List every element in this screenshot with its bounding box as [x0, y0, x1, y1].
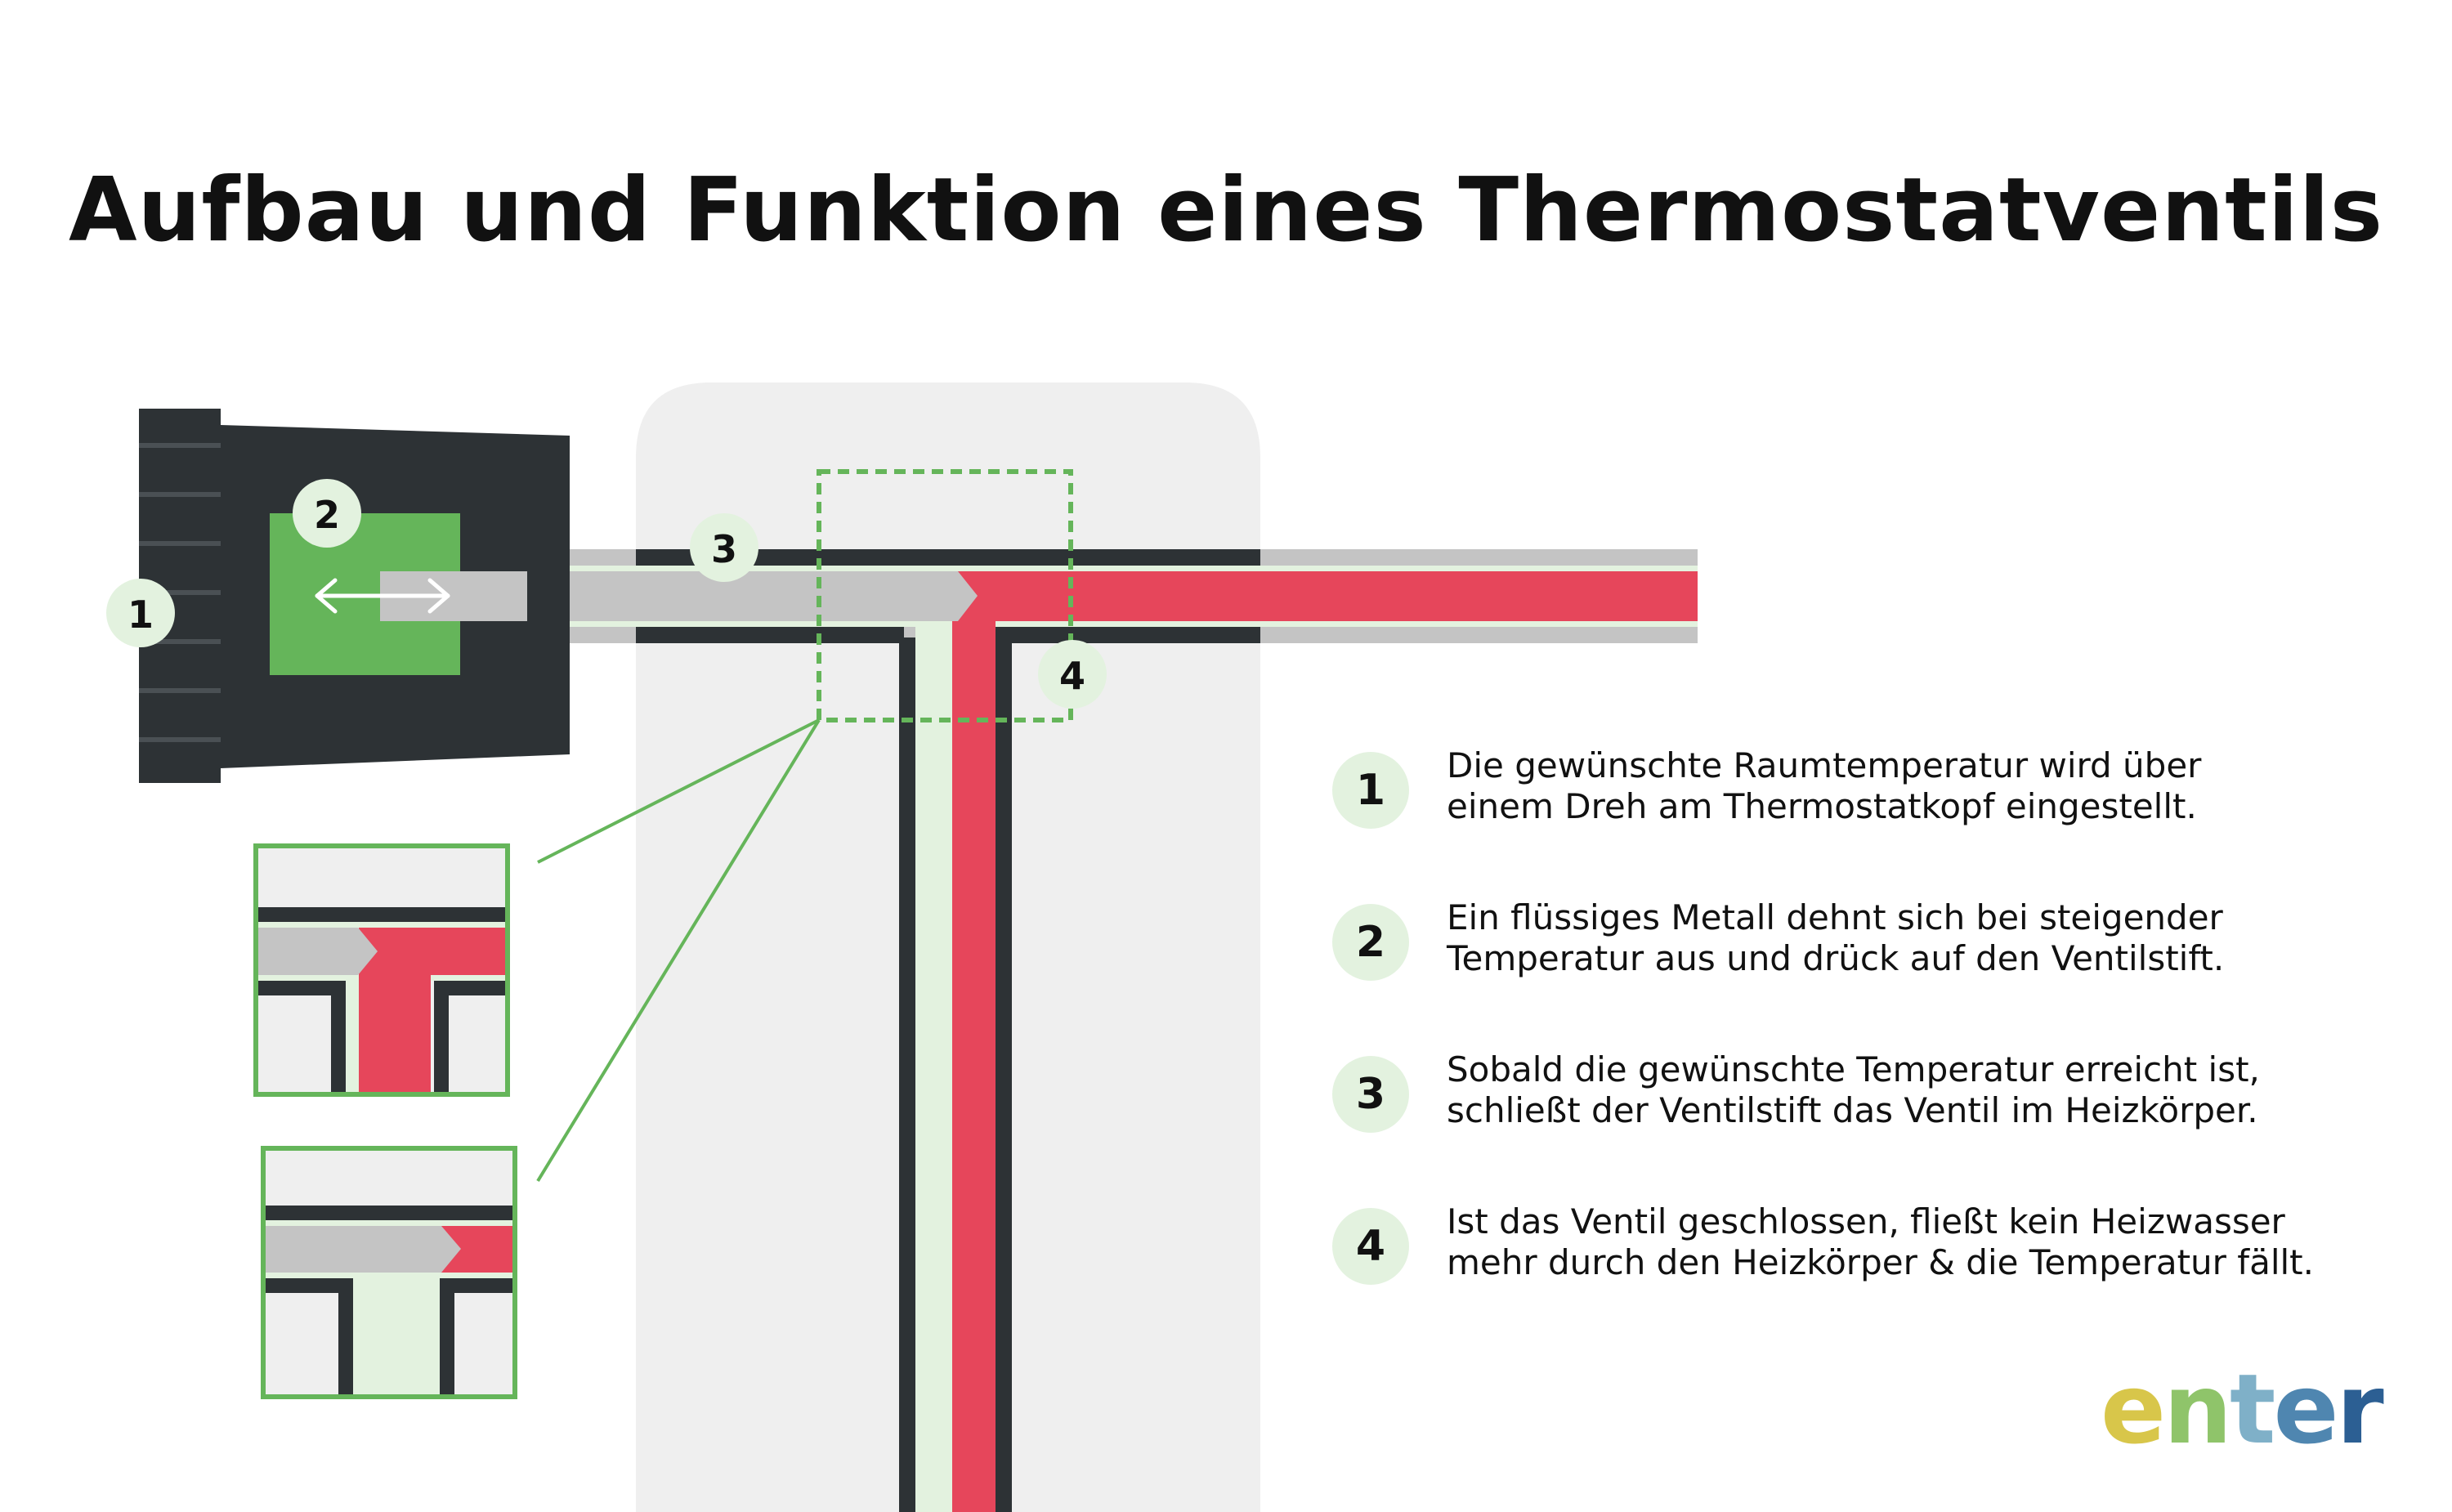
legend-number: 3: [1332, 1056, 1409, 1133]
zoom-frame: [817, 469, 1073, 722]
hpipe-water: [952, 571, 1698, 621]
legend-number: 2: [1332, 904, 1409, 981]
leader-line-bottom: [536, 718, 821, 1183]
legend-text-line: Sobald die gewünschte Temperatur erreich…: [1447, 1049, 2260, 1089]
logo-letter: e: [2273, 1353, 2338, 1465]
logo-letter: t: [2230, 1353, 2275, 1465]
legend-item-3: 3 Sobald die gewünschte Temperatur errei…: [1332, 1048, 2419, 1146]
svg-text:1: 1: [128, 593, 154, 637]
svg-text:3: 3: [711, 527, 737, 571]
inset-valve-closed: [261, 1146, 517, 1399]
svg-text:2: 2: [314, 493, 340, 537]
marker-2: 2: [293, 479, 361, 548]
marker-4: 4: [1038, 640, 1107, 709]
legend-item-4: 4 Ist das Ventil geschlossen, fließt kei…: [1332, 1200, 2419, 1298]
pipe-bottom-left-rail-dark: [636, 627, 904, 643]
legend-text-line: Temperatur aus und drück auf den Ventils…: [1447, 938, 2225, 978]
legend-text: Die gewünschte Raumtemperatur wird über …: [1447, 745, 2427, 827]
legend-number: 1: [1332, 752, 1409, 829]
legend-item-2: 2 Ein flüssiges Metall dehnt sich bei st…: [1332, 896, 2419, 994]
double-arrow-icon: [315, 578, 450, 614]
legend-text: Ein flüssiges Metall dehnt sich bei stei…: [1447, 897, 2427, 979]
inset-valve-open: [253, 843, 510, 1097]
legend-text-line: Ein flüssiges Metall dehnt sich bei stei…: [1447, 897, 2223, 937]
legend: 1 Die gewünschte Raumtemperatur wird übe…: [1332, 744, 2419, 1352]
logo-letter: n: [2163, 1353, 2232, 1465]
marker-3: 3: [690, 513, 758, 582]
enter-logo: enter: [2101, 1353, 2384, 1465]
svg-text:4: 4: [1059, 654, 1085, 698]
pipe-inner-liner-top: [527, 566, 1698, 571]
pipe-inner-liner-bottom: [527, 621, 1698, 627]
legend-text-line: mehr durch den Heizkörper & die Temperat…: [1447, 1242, 2314, 1282]
logo-letter: r: [2336, 1353, 2384, 1465]
pipe-bottom-right-rail-dark: [996, 627, 1260, 643]
page-title: Aufbau und Funktion eines Thermostatvent…: [68, 159, 2384, 262]
leader-line-top: [537, 718, 820, 864]
logo-letter: e: [2101, 1353, 2166, 1465]
legend-text-line: Die gewünschte Raumtemperatur wird über: [1447, 745, 2202, 785]
legend-text-line: Ist das Ventil geschlossen, fließt kein …: [1447, 1201, 2285, 1241]
legend-text-line: einem Dreh am Thermostatkopf eingestellt…: [1447, 786, 2197, 826]
vpipe-water: [952, 571, 996, 1512]
legend-text-line: schließt der Ventilstift das Ventil im H…: [1447, 1090, 2258, 1130]
legend-text: Ist das Ventil geschlossen, fließt kein …: [1447, 1201, 2427, 1283]
pipe-top-rail-dark: [636, 549, 1260, 566]
legend-number: 4: [1332, 1208, 1409, 1285]
legend-item-1: 1 Die gewünschte Raumtemperatur wird übe…: [1332, 744, 2419, 842]
vpipe-left-rail: [899, 637, 915, 1512]
legend-text: Sobald die gewünschte Temperatur erreich…: [1447, 1049, 2427, 1131]
vpipe-right-rail: [996, 637, 1012, 1512]
marker-1: 1: [106, 579, 175, 647]
